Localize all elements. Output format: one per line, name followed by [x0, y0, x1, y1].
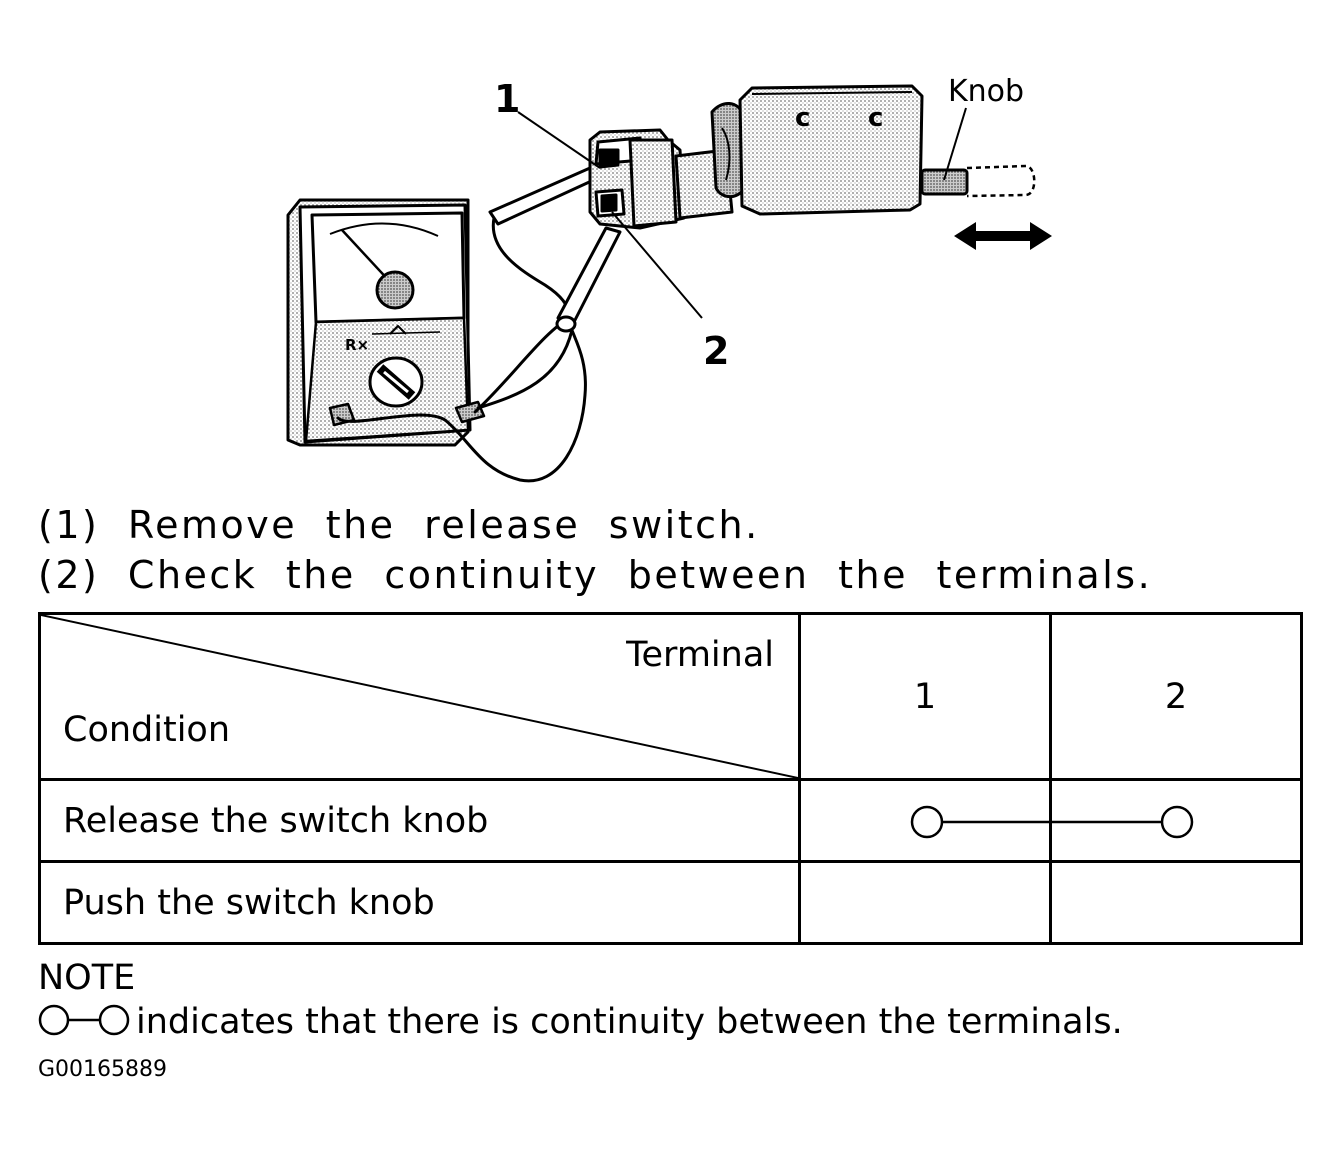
header-condition: Condition [63, 710, 231, 750]
figure-id: G00165889 [38, 1057, 168, 1082]
note-title: NOTE [38, 958, 136, 998]
table-corner-cell: Terminal Condition [38, 612, 801, 781]
ohmmeter-release-switch-illustration: R× c c [286, 74, 1052, 483]
test-probes [488, 166, 622, 333]
row-1-terminal-2-cell [1049, 860, 1303, 945]
note-line: indicates that there is continuity betwe… [38, 1000, 1123, 1044]
step-remove-switch: (1) Remove the release switch. [38, 503, 760, 547]
continuity-table: Terminal Condition 1 2 Release the switc… [38, 612, 1303, 945]
table-header-row: Terminal Condition 1 2 [38, 612, 1303, 781]
continuity-dot-terminal-2 [1160, 805, 1194, 839]
continuity-dot-terminal-1 [910, 805, 944, 839]
row-0-terminal-2-cell [1049, 778, 1303, 863]
svg-text:c: c [795, 103, 810, 133]
switch-knob [920, 164, 1036, 198]
note-block: NOTE indicates that there is continuity … [38, 956, 1123, 1044]
header-diagonal [41, 615, 798, 778]
meter-range-mark: R× [345, 336, 369, 354]
row-0-terminal-1-cell [798, 778, 1177, 863]
row-1-terminal-1-cell [798, 860, 1052, 945]
note-text: indicates that there is continuity betwe… [136, 1002, 1123, 1042]
continuity-link-row-0 [910, 805, 1177, 839]
release-switch-body: c c [738, 84, 924, 216]
svg-text:c: c [868, 103, 883, 133]
callout-terminal-2: 2 [703, 329, 729, 373]
ohmmeter [286, 198, 486, 447]
double-arrow-icon [954, 222, 1052, 250]
table-row: Push the switch knob [38, 860, 1303, 945]
table-row: Release the switch knob [38, 778, 1303, 863]
terminal-1-header: 1 [798, 612, 1052, 781]
continuity-dot-row-0-terminal-2 [1160, 805, 1194, 839]
condition-release-knob: Release the switch knob [38, 778, 801, 863]
harness-coupler [674, 102, 748, 220]
switch-connector [588, 128, 686, 230]
condition-push-knob: Push the switch knob [38, 860, 801, 945]
callout-leaders [517, 107, 967, 319]
callout-terminal-1: 1 [494, 77, 520, 121]
terminal-2-header: 2 [1049, 612, 1303, 781]
continuity-symbol-icon [38, 1004, 130, 1036]
step-check-continuity: (2) Check the continuity between the ter… [38, 553, 1153, 597]
header-terminal: Terminal [626, 635, 774, 675]
knob-label: Knob [948, 74, 1024, 109]
